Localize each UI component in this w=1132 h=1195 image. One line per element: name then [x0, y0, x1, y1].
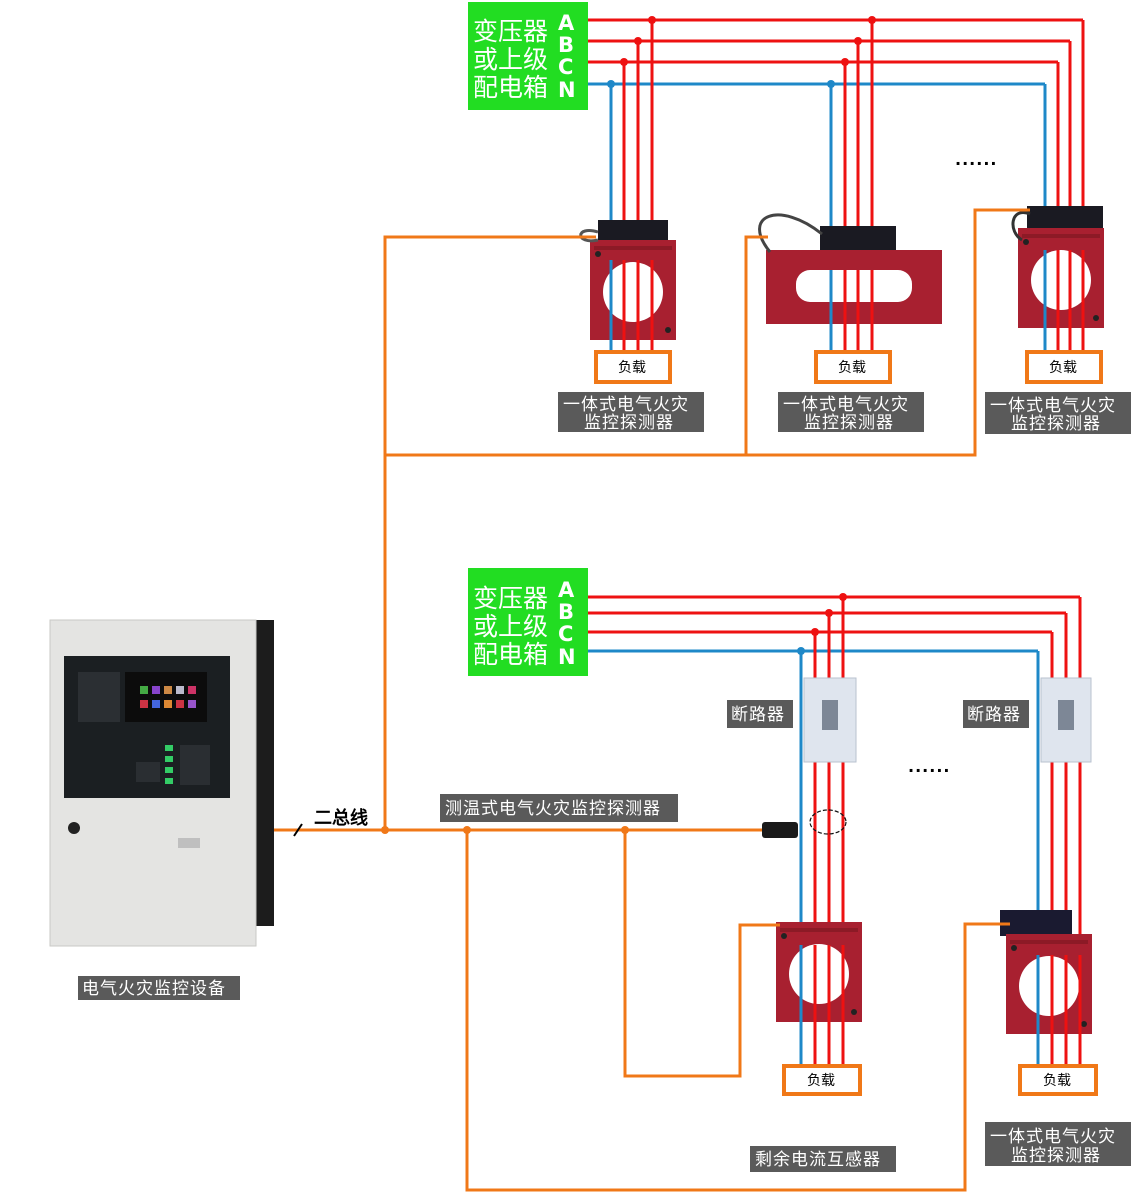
- source-line1: 变压器: [473, 17, 548, 46]
- residual-current-transformer[interactable]: [776, 922, 862, 1022]
- screen-app-icons: [140, 686, 196, 708]
- more-detectors-ellipsis: ......: [955, 150, 997, 169]
- temperature-detector-label: 测温式电气火灾监控探测器: [440, 794, 678, 822]
- top-junction-dots: [607, 16, 876, 88]
- bottom-signal-bus: [270, 828, 1010, 1192]
- lock-keyhole[interactable]: [68, 822, 80, 834]
- svg-text:监控探测器: 监控探测器: [1011, 1146, 1101, 1166]
- load-box: 负载: [1025, 350, 1103, 384]
- load-box: 负载: [1018, 1064, 1098, 1096]
- svg-text:负载: 负载: [618, 360, 646, 376]
- phase-c-label: C: [558, 622, 573, 646]
- phase-a-label: A: [558, 11, 575, 35]
- keypad[interactable]: [136, 745, 210, 785]
- source-line2: 或上级: [473, 612, 548, 641]
- phase-n-label: N: [558, 645, 576, 669]
- svg-text:一体式电气火灾: 一体式电气火灾: [563, 395, 689, 415]
- two-wire-bus-label: 二总线: [314, 807, 368, 829]
- detector-label: 一体式电气火灾 监控探测器: [558, 392, 704, 433]
- breaker-label: 断路器: [727, 700, 793, 728]
- integrated-detector-2[interactable]: [758, 213, 942, 324]
- touch-screen[interactable]: [125, 672, 207, 722]
- circuit-breaker-2[interactable]: [1040, 677, 1092, 763]
- bus-junction-dots: [381, 826, 629, 834]
- svg-text:监控探测器: 监控探测器: [584, 413, 674, 433]
- bus-slash-mark: [293, 823, 303, 837]
- load-box: 负载: [782, 1064, 862, 1096]
- svg-text:负载: 负载: [807, 1073, 835, 1089]
- residual-ct-label: 剩余电流互感器: [750, 1146, 896, 1172]
- svg-text:监控探测器: 监控探测器: [804, 413, 894, 433]
- bottom-junction-dots: [797, 593, 847, 655]
- top-signal-bus: [383, 208, 1030, 830]
- integrated-detector-1[interactable]: [579, 220, 676, 340]
- detector-label: 一体式电气火灾 监控探测器: [778, 392, 924, 433]
- svg-text:负载: 负载: [1049, 360, 1077, 376]
- integrated-detector-3[interactable]: [1011, 206, 1104, 328]
- phase-b-label: B: [558, 600, 574, 624]
- indicator-panel: [78, 672, 120, 722]
- source-line3: 配电箱: [473, 73, 548, 102]
- svg-text:一体式电气火灾: 一体式电气火灾: [990, 1127, 1116, 1147]
- detector-label: 一体式电气火灾 监控探测器: [985, 1122, 1131, 1166]
- circuit-breaker-1[interactable]: [803, 677, 857, 763]
- phase-n-label: N: [558, 78, 576, 102]
- source-line3: 配电箱: [473, 640, 548, 669]
- fire-monitoring-controller[interactable]: [49, 619, 274, 947]
- svg-text:电气火灾监控设备: 电气火灾监控设备: [82, 979, 226, 999]
- temperature-detector[interactable]: [762, 809, 847, 838]
- phase-c-label: C: [558, 55, 573, 79]
- breaker-label: 断路器: [963, 700, 1029, 728]
- bottom-power-source: 变压器 或上级 配电箱 A B C N: [468, 568, 588, 676]
- load-box: 负载: [594, 350, 672, 384]
- controller-label: 电气火灾监控设备: [78, 976, 240, 1000]
- svg-text:剩余电流互感器: 剩余电流互感器: [755, 1150, 881, 1170]
- nameplate: [178, 838, 200, 848]
- phase-a-label: A: [558, 578, 575, 602]
- svg-text:断路器: 断路器: [967, 705, 1021, 725]
- svg-text:测温式电气火灾监控探测器: 测温式电气火灾监控探测器: [445, 799, 661, 819]
- phase-b-label: B: [558, 33, 574, 57]
- svg-text:一体式电气火灾: 一体式电气火灾: [990, 396, 1116, 416]
- svg-text:断路器: 断路器: [731, 705, 785, 725]
- source-line1: 变压器: [473, 584, 548, 613]
- detector-label: 一体式电气火灾 监控探测器: [985, 392, 1131, 434]
- integrated-detector-4[interactable]: [1000, 910, 1092, 1034]
- top-power-source: 变压器 或上级 配电箱 A B C N: [468, 2, 588, 110]
- source-line2: 或上级: [473, 45, 548, 74]
- svg-text:监控探测器: 监控探测器: [1011, 414, 1101, 434]
- load-box: 负载: [814, 350, 892, 384]
- svg-text:负载: 负载: [838, 360, 866, 376]
- svg-text:负载: 负载: [1043, 1073, 1071, 1089]
- svg-text:一体式电气火灾: 一体式电气火灾: [783, 395, 909, 415]
- more-circuits-ellipsis: ......: [908, 757, 950, 776]
